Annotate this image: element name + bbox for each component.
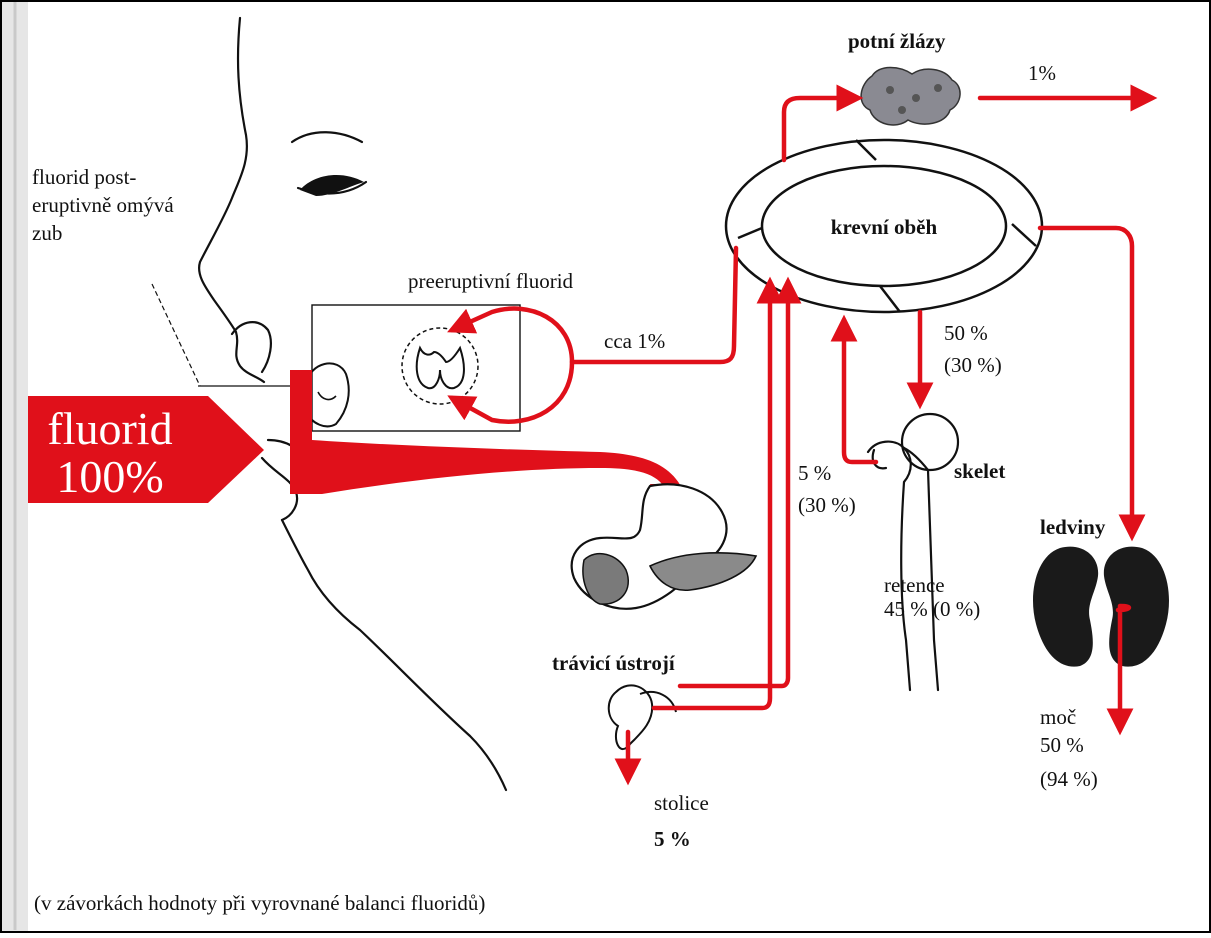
- arrow-circulation-to-kidneys: [1040, 228, 1132, 536]
- pre-eruptive-percent: cca 1%: [604, 329, 665, 353]
- digestive-label: trávicí ústrojí: [552, 651, 676, 675]
- skeleton-label: skelet: [954, 459, 1005, 483]
- skeleton-uptake-1: 50 %: [944, 321, 988, 345]
- fluoride-input-label-2: 100%: [56, 451, 163, 502]
- skeleton-uptake-2: (30 %): [944, 353, 1002, 377]
- urine-label: moč: [1040, 705, 1076, 729]
- intake-band-to-gut: [290, 370, 694, 540]
- femur-bone-icon: [868, 414, 958, 690]
- sweat-percent: 1%: [1028, 61, 1056, 85]
- kidneys-icon: [1033, 547, 1169, 667]
- stool-percent: 5 %: [654, 827, 691, 851]
- fluoride-input-label-1: fluorid: [47, 403, 172, 454]
- face-outline: [199, 18, 264, 382]
- retention-label-2: 45 % (0 %): [884, 597, 980, 621]
- post-eruptive-label-1: fluorid post-: [32, 165, 136, 189]
- urine-percent: 50 %: [1040, 733, 1084, 757]
- leader-line-dashed: [152, 284, 200, 386]
- sweat-glands-icon: [861, 68, 960, 125]
- post-eruptive-label-3: zub: [32, 221, 62, 245]
- arrow-pre-eruptive-lower: [452, 362, 572, 422]
- gut-return-2: (30 %): [798, 493, 856, 517]
- footnote: (v závorkách hodnoty při vyrovnané balan…: [34, 891, 485, 915]
- gut-return-1: 5 %: [798, 461, 831, 485]
- pre-eruptive-label: preeruptivní fluorid: [408, 269, 574, 293]
- retention-label-1: retence: [884, 573, 945, 597]
- circulation-label: krevní oběh: [831, 215, 938, 239]
- brow: [292, 132, 362, 142]
- sweat-glands-label: potní žlázy: [848, 29, 946, 53]
- chin-and-neck: [282, 520, 506, 790]
- urine-percent-balanced: (94 %): [1040, 767, 1098, 791]
- post-eruptive-label-2: eruptivně omývá: [32, 193, 174, 217]
- arrow-skeleton-to-circulation: [844, 320, 876, 462]
- tooth-germ-icon: [402, 328, 478, 404]
- kidneys-label: ledviny: [1040, 515, 1106, 539]
- stool-label: stolice: [654, 791, 709, 815]
